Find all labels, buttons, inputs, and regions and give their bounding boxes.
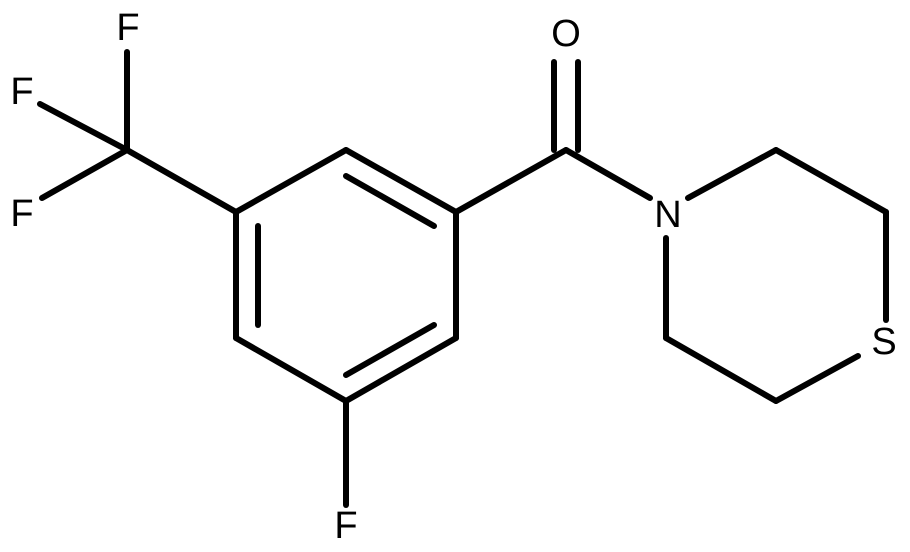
benzene-ring xyxy=(233,147,459,404)
trifluoromethyl-group xyxy=(37,49,239,215)
fluorine-left-label: F xyxy=(10,71,33,113)
ring2-bond-lower-left xyxy=(663,335,779,404)
bond-carbonyl-to-n xyxy=(563,147,653,201)
bond-cf3-f-left xyxy=(37,101,130,153)
bond-cf3-f-lower xyxy=(39,147,130,201)
nitrogen-label: N xyxy=(654,194,681,236)
ring2-bond-upper-right xyxy=(773,147,889,215)
fluorine-top-label: F xyxy=(116,7,139,49)
ring-bond-bottom-right xyxy=(343,335,459,404)
bond-ring-to-carbonyl xyxy=(453,147,569,215)
fluorine-lower-label: F xyxy=(10,193,33,235)
thiomorpholine-ring xyxy=(663,147,889,404)
ring-bond-top-right xyxy=(343,147,459,215)
ring-bond-top-left xyxy=(233,147,349,215)
ring2-bond-s-lower xyxy=(773,353,861,404)
carbonyl-group xyxy=(453,59,653,215)
ring-inner-bond-upper xyxy=(343,173,437,229)
oxygen-label: O xyxy=(551,13,581,55)
ring-inner-bond-lower xyxy=(343,322,437,378)
sulfur-label: S xyxy=(871,321,896,363)
ring2-bond-n-upper xyxy=(685,147,779,201)
ring-bond-bottom-left xyxy=(233,335,349,404)
fluorine-ring-label: F xyxy=(334,505,357,547)
bond-ring-to-cf3 xyxy=(124,147,239,215)
